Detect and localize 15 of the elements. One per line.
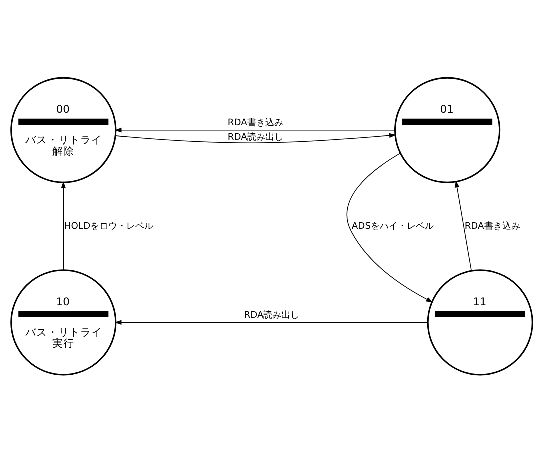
arrow bbox=[114, 320, 428, 325]
arrow bbox=[346, 152, 434, 302]
edge-label: HOLDをロウ・レベル bbox=[64, 221, 154, 232]
edge-label: ADSをハイ・レベル bbox=[352, 221, 434, 232]
node-circle: 00 バス・リトライ解除 bbox=[10, 76, 117, 183]
node-circle: 10 バス・リトライ実行 bbox=[10, 269, 117, 376]
arrow bbox=[115, 132, 396, 143]
edge-label: RDA読み出し bbox=[228, 132, 284, 142]
edge-label: RDA書き込み bbox=[228, 118, 284, 128]
arrow bbox=[454, 180, 472, 271]
edge-label: RDA読み出し bbox=[244, 310, 300, 320]
arrow bbox=[114, 127, 396, 132]
edge-label: RDA書き込み bbox=[464, 221, 520, 232]
node-circle: 01 bbox=[394, 76, 501, 183]
arrow bbox=[61, 181, 66, 270]
